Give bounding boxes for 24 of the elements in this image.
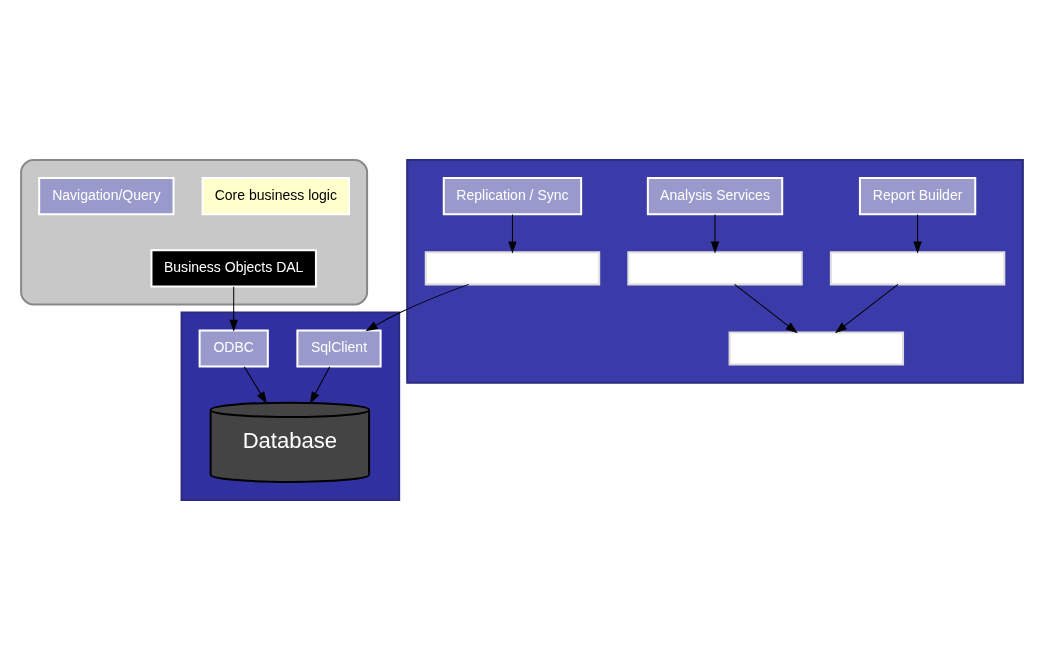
node-box: Business Objects DAL <box>150 249 317 288</box>
node-box <box>424 251 601 286</box>
arrow <box>734 283 797 333</box>
node-box: ODBC <box>198 329 269 368</box>
node-box <box>728 331 905 366</box>
node-box: Navigation/Query <box>38 177 175 216</box>
node-box: Core business logic <box>201 177 351 216</box>
arrow <box>711 214 720 253</box>
node-box <box>627 251 803 286</box>
arrow <box>243 366 267 403</box>
cluster <box>406 159 1024 384</box>
arrow <box>310 366 331 403</box>
node-box: Replication / Sync <box>442 177 583 216</box>
node-box: Report Builder <box>858 177 977 216</box>
node-box <box>829 251 1006 286</box>
cluster <box>180 311 401 501</box>
cluster <box>20 159 369 306</box>
arrow <box>229 286 238 331</box>
node-box: Analysis Services <box>646 177 784 216</box>
arrow <box>913 214 922 253</box>
arrow <box>508 214 517 253</box>
node-box: SqlClient <box>296 329 382 368</box>
arrow <box>366 283 470 331</box>
arrow <box>835 283 899 333</box>
